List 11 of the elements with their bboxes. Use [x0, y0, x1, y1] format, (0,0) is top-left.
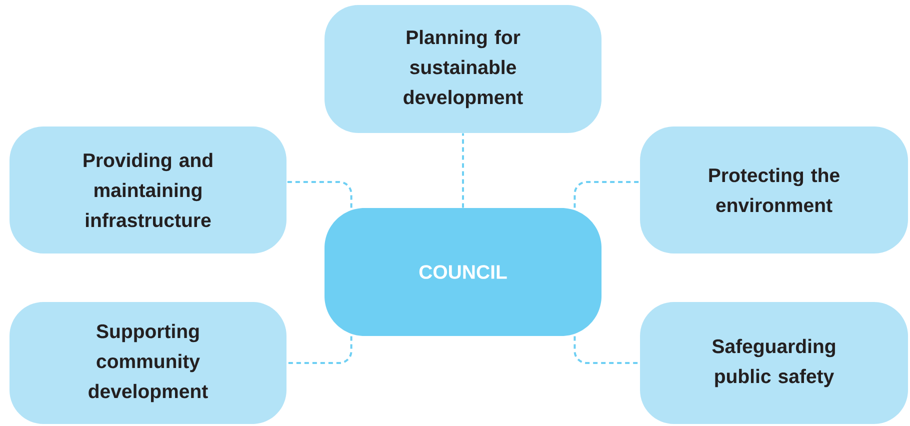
connector-line	[574, 336, 640, 364]
connector-line	[286, 336, 352, 364]
topic-box: Supporting community development	[10, 302, 286, 424]
connector-line	[286, 181, 352, 208]
topic-box: Safeguarding public safety	[640, 302, 908, 424]
topic-box: Providing and maintaining infrastructure	[10, 126, 286, 254]
connector-line	[574, 181, 640, 208]
topic-box: Protecting the environment	[640, 126, 908, 254]
central-box: COUNCIL	[324, 208, 602, 336]
connector-line	[462, 133, 464, 208]
topic-box: Planning for sustainable development	[324, 5, 602, 133]
